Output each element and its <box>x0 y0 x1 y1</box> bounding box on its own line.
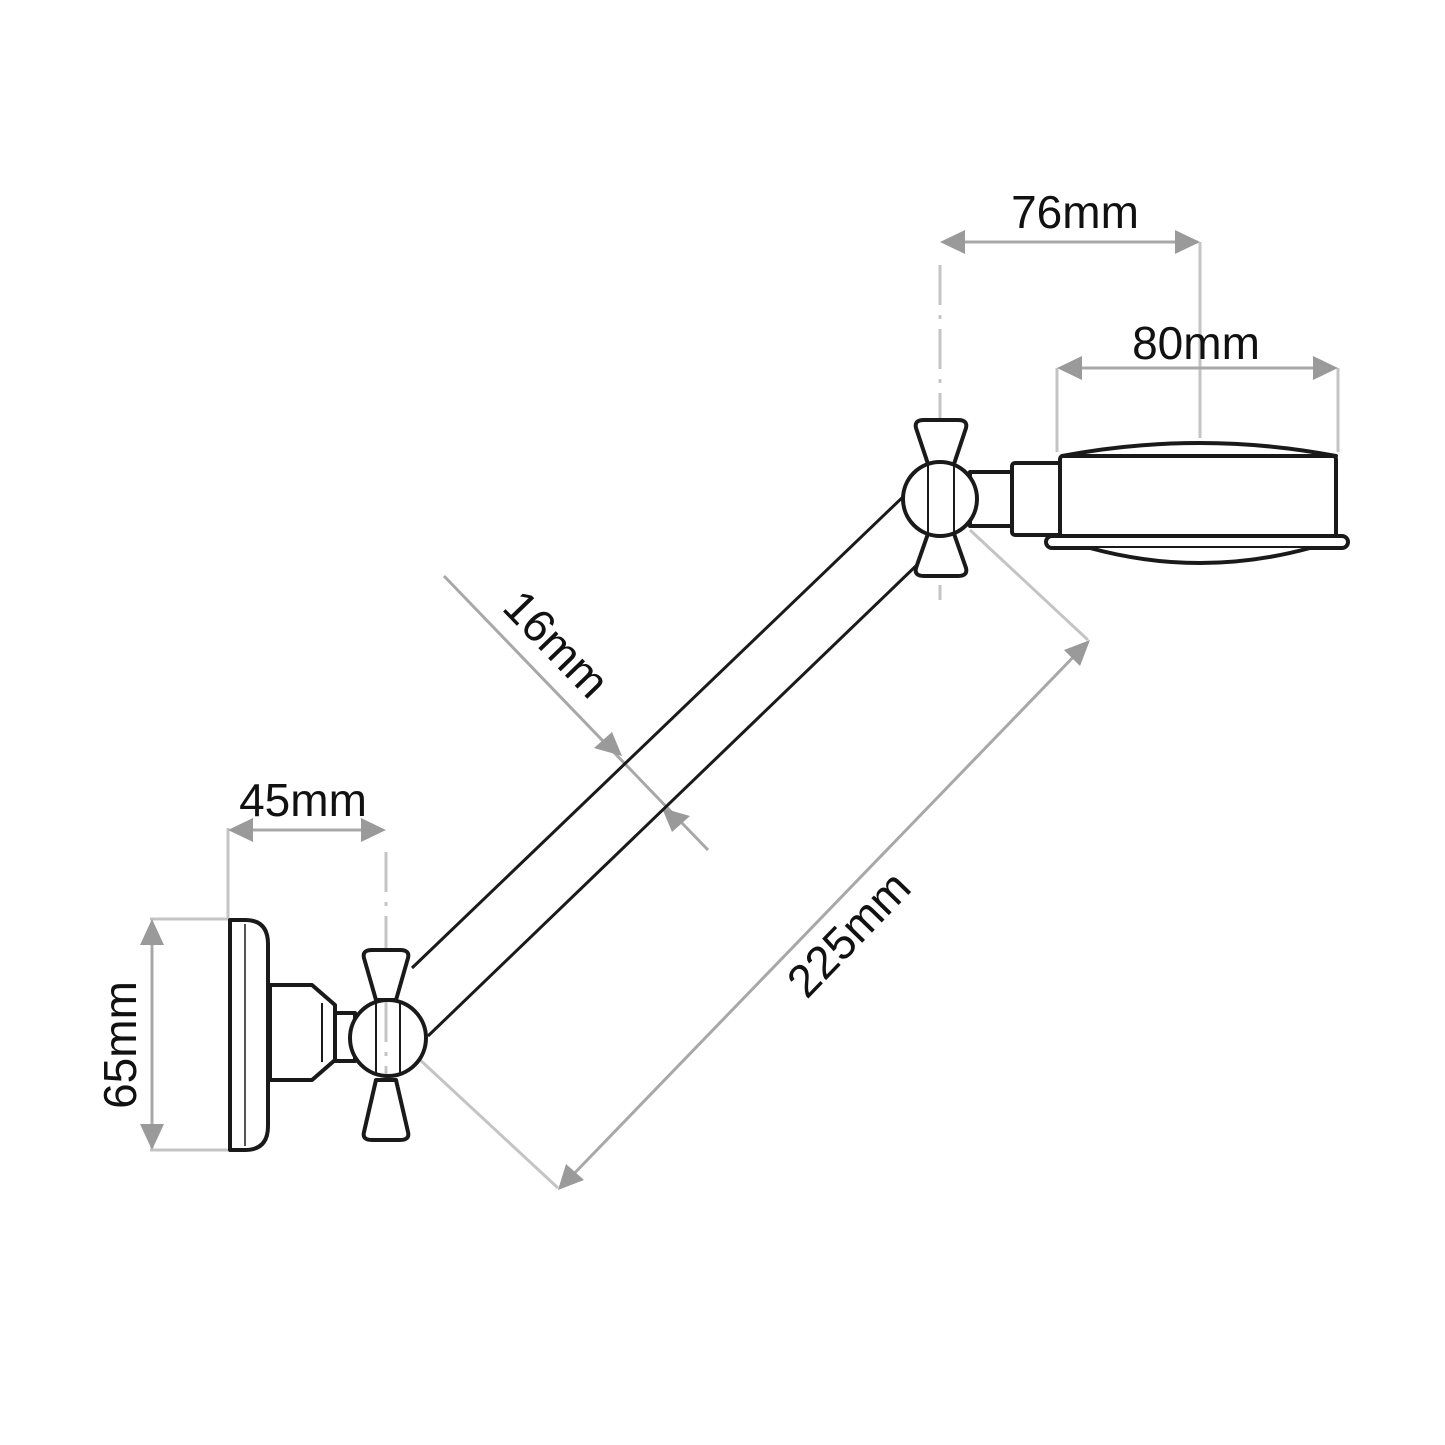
dimension-label-80mm: 80mm <box>1132 317 1260 369</box>
dimension-label-65mm: 65mm <box>94 981 146 1109</box>
flange-hex-nut <box>268 983 357 1082</box>
lower-swivel-joint <box>348 998 428 1078</box>
shower-head <box>1044 441 1350 565</box>
upper-swivel-joint <box>901 460 979 538</box>
dimension-76mm: 76mm <box>938 186 1202 600</box>
head-connector <box>968 461 1064 537</box>
dimension-label-16mm: 16mm <box>493 580 619 708</box>
lower-cross-handle <box>361 948 411 1142</box>
wall-flange <box>228 918 270 1152</box>
dimension-80mm: 80mm <box>1055 317 1340 452</box>
dimension-label-225mm: 225mm <box>777 861 921 1007</box>
dimension-label-76mm: 76mm <box>1011 186 1139 238</box>
upper-cross-handle <box>913 418 969 578</box>
extension-arm <box>410 492 922 1038</box>
dimension-label-45mm: 45mm <box>239 774 367 826</box>
dimension-65mm: 65mm <box>94 917 228 1152</box>
